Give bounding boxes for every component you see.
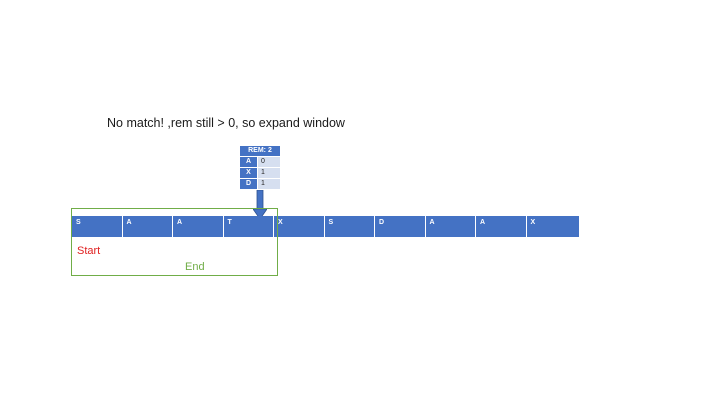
rem-row-d: D 1 <box>240 179 280 189</box>
rem-header: REM: 2 <box>240 146 280 156</box>
char-cell: A <box>476 216 527 237</box>
char-cell: A <box>173 216 224 237</box>
char-cell: A <box>425 216 476 237</box>
remaining-count-table: REM: 2 A 0 X 1 D 1 <box>240 146 280 189</box>
rem-row-x: X 1 <box>240 168 280 178</box>
rem-key: X <box>240 168 257 178</box>
char-cell: S <box>324 216 375 237</box>
char-cell: S <box>72 216 123 237</box>
caption-text: No match! ,rem still > 0, so expand wind… <box>107 116 345 130</box>
char-cell: X <box>274 216 325 237</box>
rem-value: 1 <box>258 179 280 189</box>
start-label: Start <box>77 245 101 257</box>
rem-value: 1 <box>258 168 280 178</box>
char-cell: T <box>223 216 274 237</box>
end-label: End <box>185 261 205 273</box>
rem-value: 0 <box>258 157 280 167</box>
down-arrow-icon <box>253 190 267 220</box>
character-strip: S A A T X S D A A X <box>72 216 579 237</box>
rem-row-a: A 0 <box>240 157 280 167</box>
rem-key: A <box>240 157 257 167</box>
rem-key: D <box>240 179 257 189</box>
char-cell: A <box>122 216 173 237</box>
char-cell: X <box>526 216 579 237</box>
char-cell: D <box>375 216 426 237</box>
